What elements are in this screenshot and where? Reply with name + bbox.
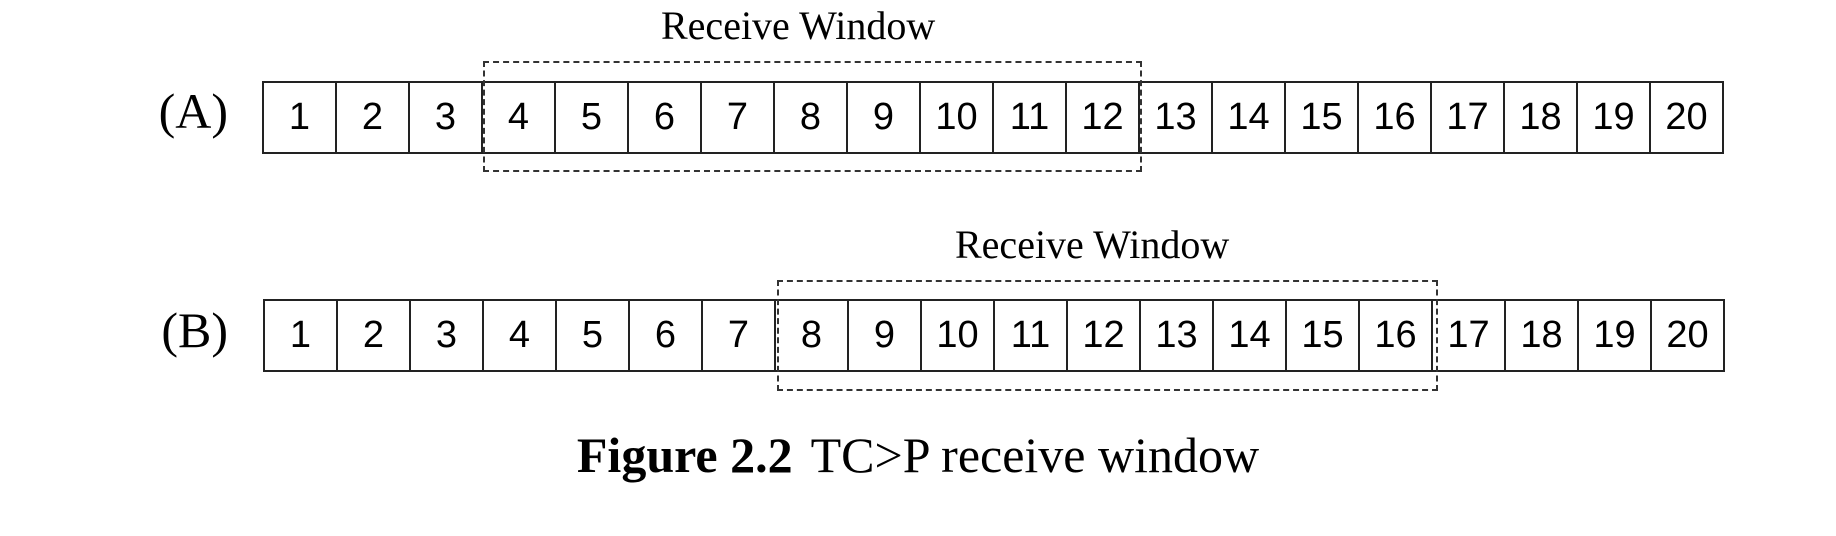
figure-number: Figure 2.2 [576, 427, 793, 483]
sequence-cell: 16 [1360, 301, 1433, 370]
sequence-cell: 11 [994, 83, 1067, 152]
sequence-cell: 3 [411, 301, 484, 370]
sequence-cell: 1 [264, 83, 337, 152]
sequence-cell: 4 [484, 301, 557, 370]
sequence-cell: 20 [1651, 83, 1724, 152]
sequence-cell: 13 [1141, 301, 1214, 370]
sequence-cell: 19 [1578, 83, 1651, 152]
figure-caption: Figure 2.2 TC>P receive window [0, 430, 1836, 480]
sequence-cell: 17 [1433, 301, 1506, 370]
sequence-cell: 8 [776, 301, 849, 370]
sequence-cell: 12 [1068, 301, 1141, 370]
sequence-cell: 9 [848, 83, 921, 152]
sequence-cell: 18 [1505, 83, 1578, 152]
sequence-cell: 14 [1213, 83, 1286, 152]
sequence-cell: 9 [849, 301, 922, 370]
sequence-cell: 6 [630, 301, 703, 370]
sequence-cell: 2 [338, 301, 411, 370]
sequence-cell: 7 [702, 83, 775, 152]
sequence-cell: 20 [1652, 301, 1725, 370]
sequence-cell: 3 [410, 83, 483, 152]
row-a-label: (A) [158, 83, 228, 139]
sequence-cell: 10 [922, 301, 995, 370]
row-b-window-title: Receive Window [955, 222, 1230, 267]
sequence-cell: 5 [557, 301, 630, 370]
sequence-cell: 16 [1359, 83, 1432, 152]
row-b-label: (B) [161, 302, 228, 358]
sequence-cell: 17 [1432, 83, 1505, 152]
sequence-cell: 1 [265, 301, 338, 370]
sequence-cell: 5 [556, 83, 629, 152]
sequence-cell: 6 [629, 83, 702, 152]
sequence-cell: 4 [483, 83, 556, 152]
sequence-cell: 7 [703, 301, 776, 370]
sequence-cell: 15 [1287, 301, 1360, 370]
sequence-cell: 14 [1214, 301, 1287, 370]
sequence-cell: 8 [775, 83, 848, 152]
sequence-cell: 11 [995, 301, 1068, 370]
figure-caption-text: TC>P receive window [810, 427, 1260, 483]
sequence-cell: 18 [1506, 301, 1579, 370]
sequence-cell: 2 [337, 83, 410, 152]
sequence-cell: 19 [1579, 301, 1652, 370]
sequence-cell: 15 [1286, 83, 1359, 152]
row-a-window-title: Receive Window [661, 3, 936, 48]
sequence-cell: 13 [1140, 83, 1213, 152]
sequence-cell: 12 [1067, 83, 1140, 152]
sequence-cell: 10 [921, 83, 994, 152]
